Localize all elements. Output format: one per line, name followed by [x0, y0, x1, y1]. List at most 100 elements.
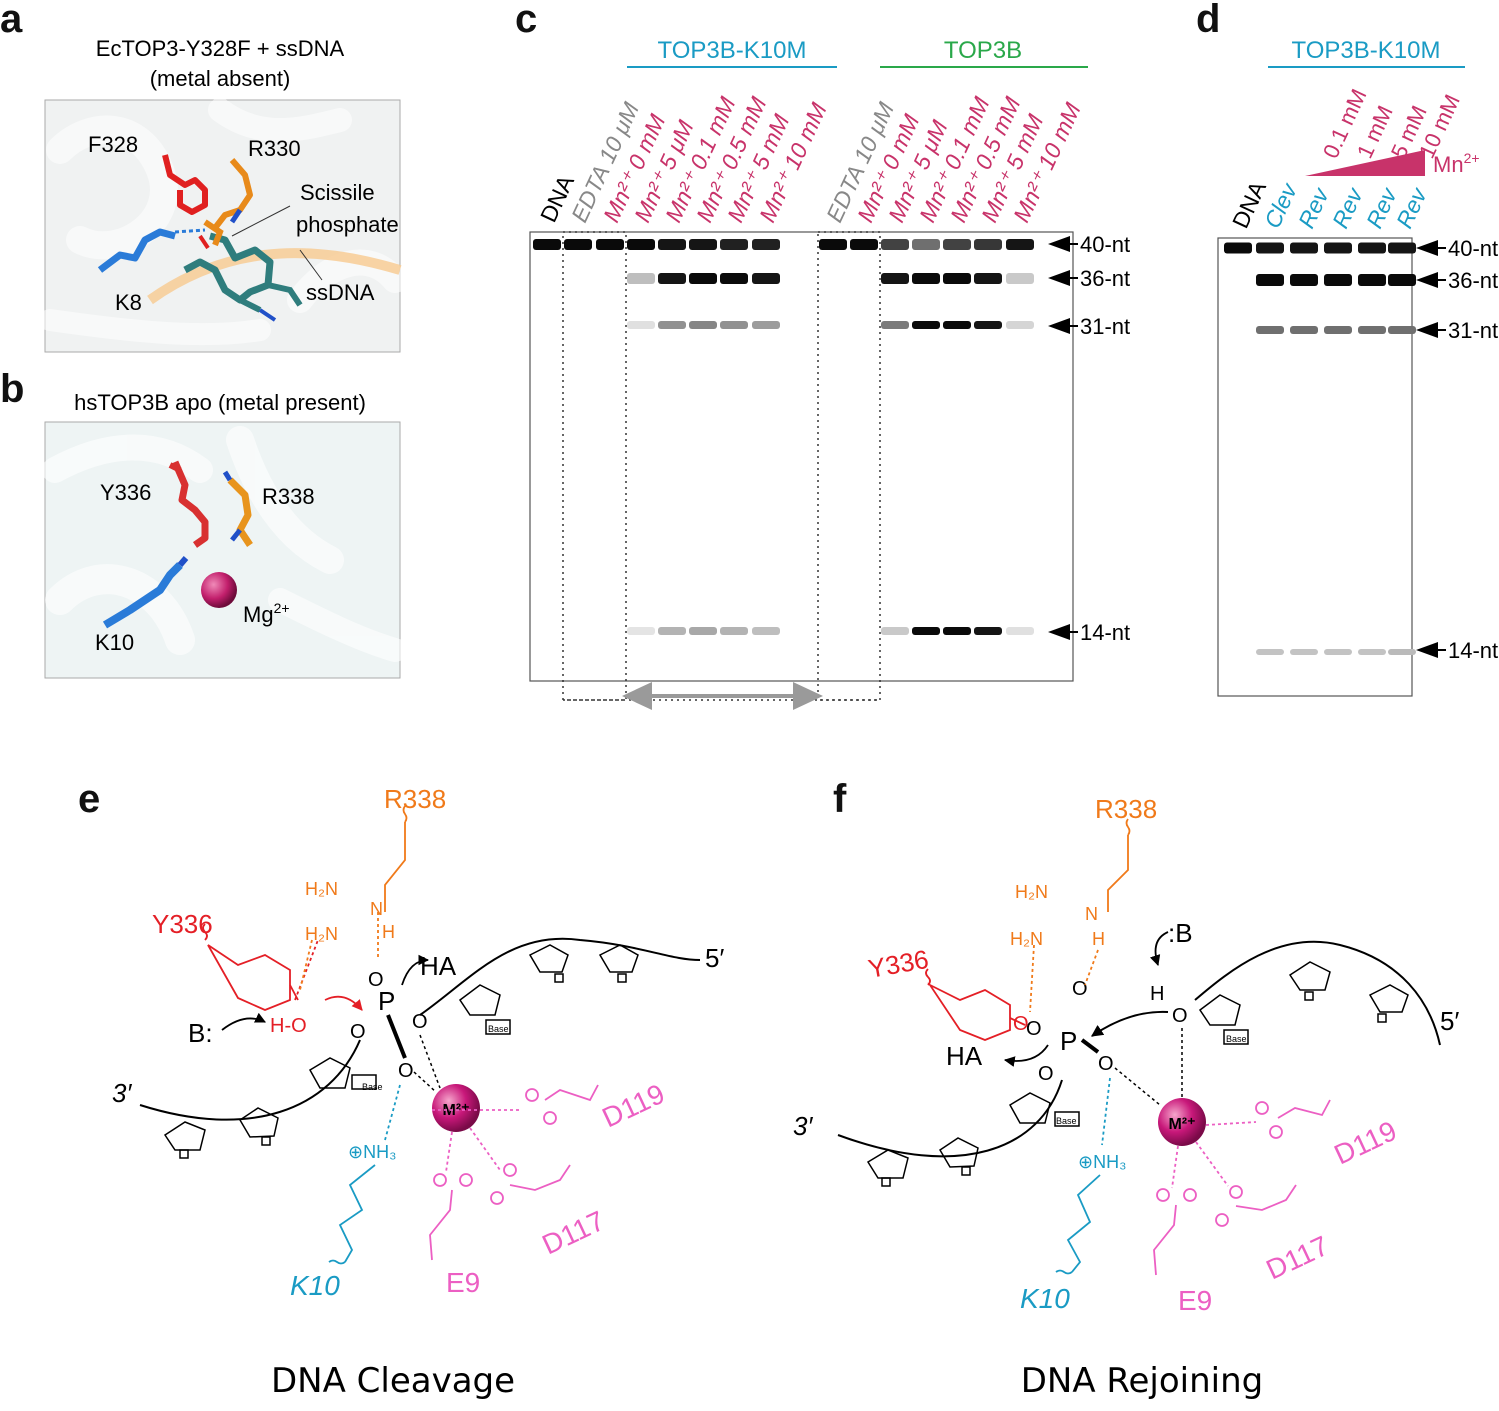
label-d119-e: D119 — [597, 1078, 669, 1134]
band-c-nt40-12 — [943, 239, 971, 250]
d-marker-label-1: 36-nt — [1448, 268, 1498, 293]
label-e9-f: E9 — [1178, 1285, 1212, 1316]
panel-letter-b: b — [0, 367, 24, 411]
band-c-nt40-5 — [689, 239, 717, 250]
metal-label-f: M²⁺ — [1168, 1116, 1195, 1133]
arrow-base-e — [221, 1012, 266, 1031]
scissile-leader — [231, 205, 291, 237]
label-5prime-e: 5′ — [705, 943, 724, 973]
c-marker-label-1: 36-nt — [1080, 266, 1130, 291]
residue-r338 — [222, 470, 253, 547]
band-d-nt40-5 — [1388, 242, 1416, 254]
h-e: H — [382, 922, 395, 942]
label-scissile-2: phosphate — [296, 212, 399, 237]
band-c-nt36-4 — [658, 273, 686, 284]
oxygen-left-f: O — [1026, 1018, 1042, 1040]
dna-backbone-5prime — [419, 937, 701, 1016]
residue-k10-e — [328, 1084, 401, 1265]
band-d-nt14-1 — [1256, 649, 1284, 655]
band-c-nt31-6 — [720, 321, 748, 329]
gel-c — [529, 231, 1074, 682]
label-nh3-e: ⊕NH₃ — [348, 1142, 396, 1162]
band-c-nt40-7 — [752, 239, 780, 250]
base-label-f1: Base — [1056, 1116, 1077, 1126]
label-r338: R338 — [262, 484, 315, 509]
label-r338-e: R338 — [384, 784, 446, 814]
band-c-nt36-10 — [881, 273, 909, 284]
band-d-nt40-3 — [1324, 242, 1352, 254]
sugar-rings-e — [163, 944, 639, 1159]
band-c-nt40-2 — [596, 239, 624, 250]
residue-f328 — [162, 154, 208, 215]
gel-c-size-markers: 40-nt 36-nt 31-nt 14-nt — [1048, 232, 1130, 645]
oxygen-bottom-f: O — [1038, 1063, 1054, 1085]
band-d-nt14-5 — [1388, 649, 1416, 655]
oxygen-left-e: O — [350, 1021, 366, 1043]
residues-acidic-e — [429, 1084, 599, 1261]
dna-backbone-3prime — [139, 1039, 361, 1121]
band-d-nt14-4 — [1358, 649, 1386, 655]
band-c-nt31-14 — [1006, 321, 1034, 329]
d-marker-label-3: 14-nt — [1448, 638, 1498, 663]
d-marker-arrow-3 — [1416, 642, 1438, 658]
dotted-box-left — [562, 231, 627, 701]
band-c-nt40-1 — [564, 239, 592, 250]
c-marker-label-2: 31-nt — [1080, 314, 1130, 339]
c-marker-label-0: 40-nt — [1080, 232, 1130, 257]
label-d117-e: D117 — [537, 1205, 609, 1261]
arrow-base-f — [1149, 931, 1169, 967]
label-mg: Mg2+ — [243, 600, 290, 627]
lane-label-d-3: Rev — [1327, 183, 1368, 232]
band-c-nt14-11 — [912, 627, 940, 635]
band-d-nt31-3 — [1324, 326, 1352, 334]
tyr-oxygen-f: O — [1013, 1013, 1029, 1035]
ssdna-leader — [299, 249, 323, 281]
band-c-nt31-4 — [658, 321, 686, 329]
gel-d — [1217, 237, 1413, 697]
band-c-nt14-4 — [658, 627, 686, 635]
base-label-e1: Base — [362, 1082, 383, 1092]
caption-e: DNA Cleavage — [271, 1361, 515, 1401]
band-c-nt40-3 — [627, 239, 655, 250]
oxygen-bottom-e: O — [398, 1060, 414, 1082]
label-r330: R330 — [248, 136, 301, 161]
phosphorus-f: P — [1060, 1026, 1077, 1056]
label-f328: F328 — [88, 132, 138, 157]
metal-coord-e2 — [413, 1071, 437, 1093]
protein-cartoon-a — [39, 98, 408, 346]
residue-k10 — [102, 556, 189, 629]
group-label-k10m: TOP3B-K10M — [658, 37, 807, 64]
band-c-nt36-5 — [689, 273, 717, 284]
band-c-nt36-13 — [974, 273, 1002, 284]
mg-ion-sphere — [201, 572, 237, 608]
group-label-d: TOP3B-K10M — [1292, 37, 1441, 64]
gel-c-bands — [533, 239, 1034, 635]
band-c-nt14-12 — [943, 627, 971, 635]
band-c-nt40-11 — [912, 239, 940, 250]
band-c-nt14-3 — [627, 627, 655, 635]
c-marker-arrow-0 — [1048, 236, 1070, 252]
residue-k8 — [97, 228, 206, 273]
oxygen-top-e: O — [368, 969, 384, 991]
residue-k10-f — [1055, 1077, 1111, 1275]
label-y336: Y336 — [100, 480, 151, 505]
base-label-f2: Base — [1226, 1034, 1247, 1044]
label-scissile-1: Scissile — [300, 180, 375, 205]
label-k8: K8 — [115, 290, 142, 315]
label-3prime-f: 3′ — [793, 1111, 813, 1141]
arrow-attack-f — [1091, 1010, 1169, 1037]
c-marker-label-3: 14-nt — [1080, 620, 1130, 645]
h2n-top-e: H₂N — [305, 879, 338, 899]
hydroxyl-e: H-O — [270, 1015, 307, 1037]
sugar-rings-f — [866, 961, 1409, 1187]
oxygen-attacking-f: O — [1172, 1005, 1188, 1027]
band-d-nt36-1 — [1256, 274, 1284, 286]
band-c-nt40-13 — [974, 239, 1002, 250]
h2n-bottom-f: H₂N — [1010, 929, 1043, 949]
h2n-bottom-e: H₂N — [305, 924, 338, 944]
band-c-nt40-9 — [850, 239, 878, 250]
